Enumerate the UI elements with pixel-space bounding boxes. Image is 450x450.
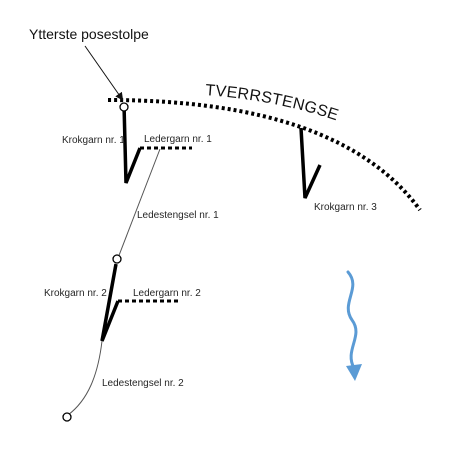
krokgarn-1-label: Krokgarn nr. 1 (62, 135, 125, 146)
ledergarn-2-label: Ledergarn nr. 2 (133, 288, 201, 299)
krokgarn-2-label: Krokgarn nr. 2 (44, 288, 107, 299)
krokgarn-1-hook (122, 103, 142, 184)
ledestengsel-1-label: Ledestengsel nr. 1 (137, 210, 219, 221)
krokgarn-3-label: Krokgarn nr. 3 (314, 202, 377, 213)
posestolpe-pointer-arrow (84, 45, 124, 101)
tverrstengsel-barrier (107, 98, 422, 212)
ledestengsel-1-line (117, 148, 161, 259)
ytterste-posestolpe-label: Ytterste posestolpe (29, 26, 149, 42)
ledestengsel-2-label: Ledestengsel nr. 2 (102, 378, 184, 389)
krokgarn-3-hook (299, 127, 322, 199)
wavy-down-arrow-icon (346, 270, 362, 381)
krokgarn-2-hook (100, 263, 120, 342)
posestolpe-circle-3 (62, 412, 72, 422)
ledergarn-1-label: Ledergarn nr. 1 (144, 134, 212, 145)
posestolpe-circle-1 (119, 102, 129, 112)
posestolpe-circle-2 (112, 254, 122, 264)
ledestengsel-2-line (67, 340, 103, 416)
tverrstengsel-label: TVERRSTENGSEL (0, 0, 341, 124)
